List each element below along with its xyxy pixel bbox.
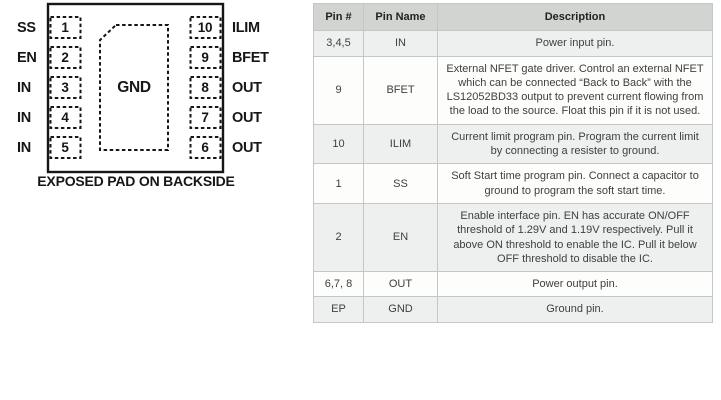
table-row-out: 6,7, 8 OUT Power output pin.	[313, 271, 713, 298]
pin-label-ilim: ILIM	[232, 20, 260, 36]
table-row-en: 2 EN Enable interface pin. EN has accura…	[313, 202, 713, 273]
package-drawing	[46, 2, 225, 174]
pin-number-8: 8	[201, 80, 209, 95]
cell-desc: External NFET gate driver. Control an ex…	[437, 55, 713, 125]
pin-label-in3: IN	[17, 80, 31, 96]
exposed-pad-outline	[99, 24, 169, 151]
cell-name: IN	[363, 30, 438, 57]
cell-name: BFET	[363, 55, 438, 125]
pin-box-7	[189, 106, 222, 129]
table-row-ss: 1 SS Soft Start time program pin. Connec…	[313, 163, 713, 204]
pin-box-2	[49, 46, 82, 69]
header-pin-number: Pin #	[313, 2, 364, 32]
package-outline	[46, 2, 225, 174]
pin-box-6	[189, 136, 222, 159]
cell-pin: 2	[313, 202, 364, 273]
cell-name: ILIM	[363, 123, 438, 165]
pin-label-out6: OUT	[232, 140, 262, 156]
pin-label-ss: SS	[17, 20, 36, 36]
table-header-row: Pin # Pin Name Description	[313, 2, 713, 32]
pin-number-3: 3	[61, 80, 69, 95]
pin-number-7: 7	[201, 110, 209, 125]
cell-desc: Ground pin.	[437, 296, 713, 323]
pin-label-in5: IN	[17, 140, 31, 156]
pin-box-1	[49, 16, 82, 39]
exposed-pad-caption: EXPOSED PAD ON BACKSIDE	[37, 173, 235, 189]
pin-label-en: EN	[17, 50, 37, 66]
package-diagram: 1 2 3 4 5 10 9 8 7 6 SS EN IN IN IN ILIM…	[0, 0, 300, 200]
cell-name: SS	[363, 163, 438, 204]
pin-box-3	[49, 76, 82, 99]
pin-label-bfet: BFET	[232, 50, 269, 66]
table-row-gnd: EP GND Ground pin.	[313, 296, 713, 323]
pin-box-4	[49, 106, 82, 129]
cell-name: GND	[363, 296, 438, 323]
pin-description-table: Pin # Pin Name Description 3,4,5 IN Powe…	[313, 2, 713, 323]
pin-box-10	[189, 16, 222, 39]
cell-pin: EP	[313, 296, 364, 323]
header-description: Description	[437, 2, 713, 32]
pin-number-5: 5	[61, 140, 69, 155]
pin-number-2: 2	[61, 50, 69, 65]
cell-desc: Power output pin.	[437, 271, 713, 298]
cell-desc: Current limit program pin. Program the c…	[437, 123, 713, 165]
pin-box-9	[189, 46, 222, 69]
pin-box-8	[189, 76, 222, 99]
cell-desc: Soft Start time program pin. Connect a c…	[437, 163, 713, 204]
cell-pin: 9	[313, 55, 364, 125]
cell-pin: 3,4,5	[313, 30, 364, 57]
cell-desc: Enable interface pin. EN has accurate ON…	[437, 202, 713, 273]
cell-pin: 10	[313, 123, 364, 165]
cell-pin: 1	[313, 163, 364, 204]
pin-number-9: 9	[201, 50, 209, 65]
pin-label-out7: OUT	[232, 110, 262, 126]
pin-number-4: 4	[61, 110, 69, 125]
pin-label-in4: IN	[17, 110, 31, 126]
cell-desc: Power input pin.	[437, 30, 713, 57]
pin-label-out8: OUT	[232, 80, 262, 96]
gnd-pad-label: GND	[117, 79, 151, 96]
table-row-bfet: 9 BFET External NFET gate driver. Contro…	[313, 55, 713, 125]
table-row-in: 3,4,5 IN Power input pin.	[313, 30, 713, 57]
cell-name: EN	[363, 202, 438, 273]
cell-name: OUT	[363, 271, 438, 298]
cell-pin: 6,7, 8	[313, 271, 364, 298]
pin-number-10: 10	[197, 20, 213, 35]
table-row-ilim: 10 ILIM Current limit program pin. Progr…	[313, 123, 713, 165]
pin-number-1: 1	[61, 20, 69, 35]
header-pin-name: Pin Name	[363, 2, 438, 32]
pin-number-6: 6	[201, 140, 209, 155]
pin-box-5	[49, 136, 82, 159]
